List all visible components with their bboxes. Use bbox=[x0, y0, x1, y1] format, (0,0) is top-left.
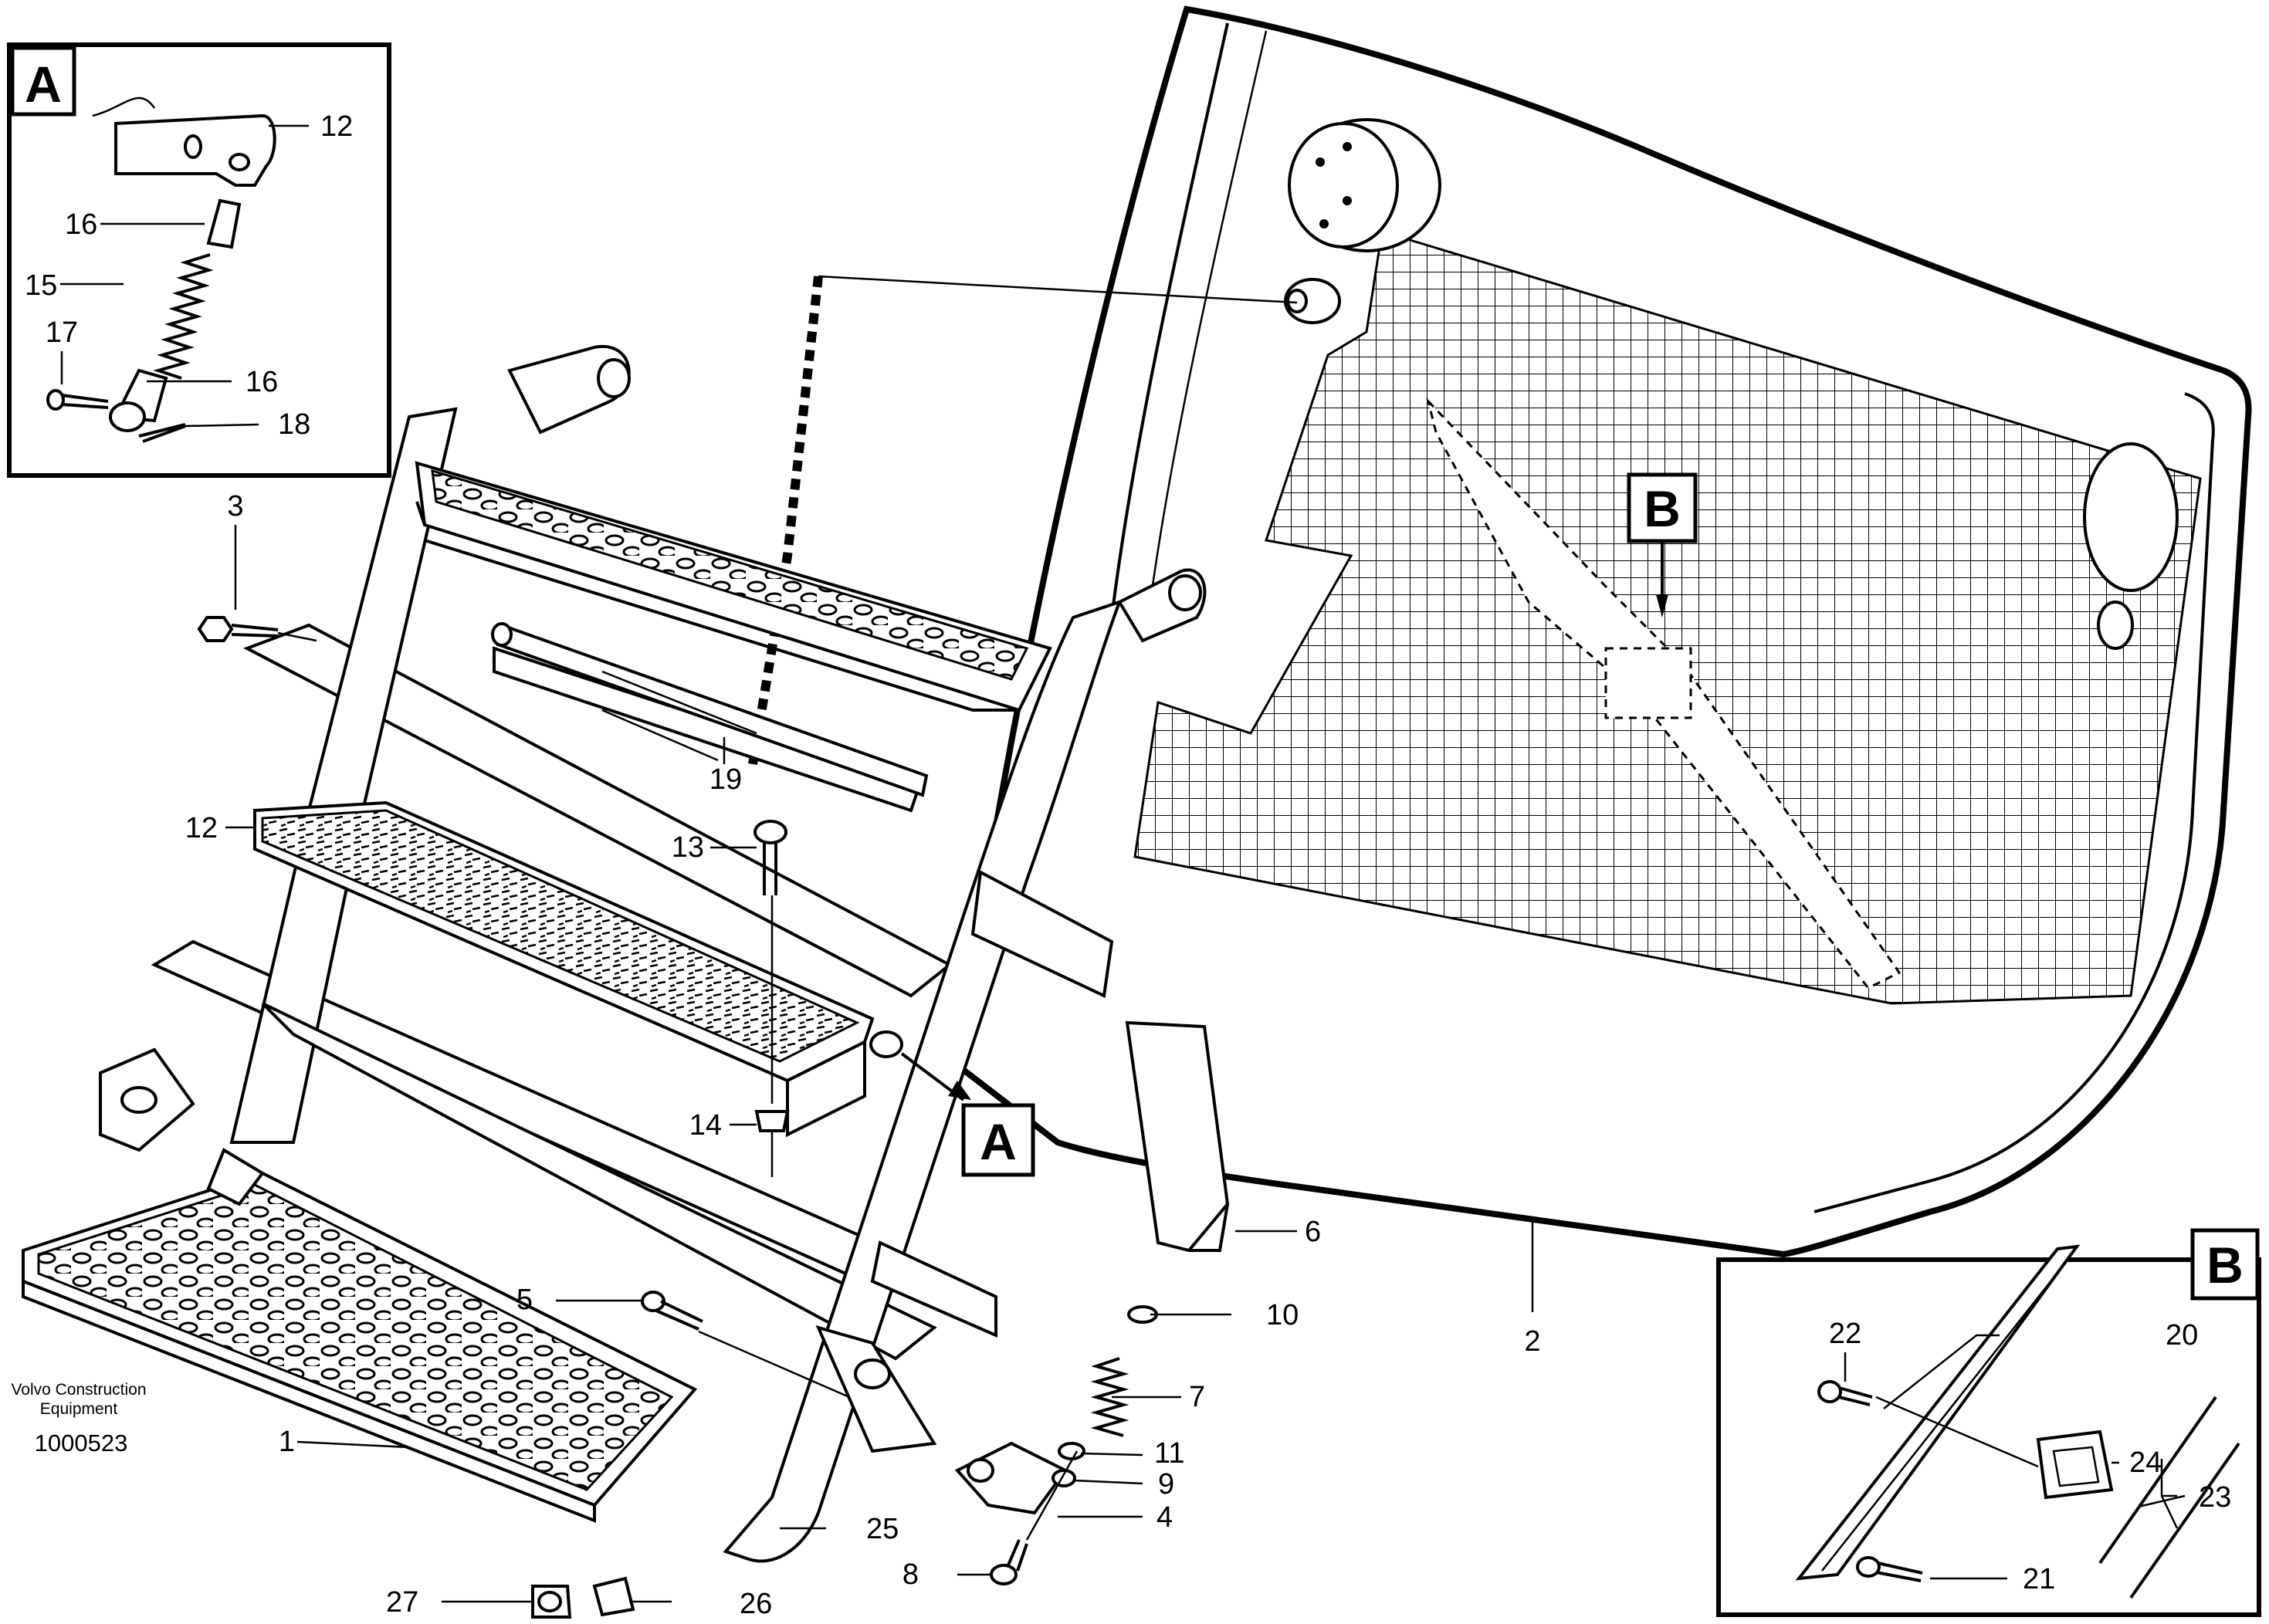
label-part-16-lower: 16 bbox=[246, 366, 278, 398]
document-number: 1000523 bbox=[35, 1429, 128, 1457]
leader-lines bbox=[60, 124, 2186, 1603]
label-part-15: 15 bbox=[25, 269, 57, 302]
label-part-9: 9 bbox=[1158, 1468, 1174, 1501]
detail-b-panel: B bbox=[1716, 1228, 2261, 1617]
label-part-24: 24 bbox=[2129, 1446, 2162, 1479]
label-part-8: 8 bbox=[903, 1558, 919, 1591]
detail-a-letter: A bbox=[25, 56, 62, 113]
label-part-19: 19 bbox=[709, 763, 742, 796]
grille-panel bbox=[953, 5, 2252, 1258]
company-name-line1: Volvo Construction bbox=[11, 1381, 146, 1399]
label-part-12-detail: 12 bbox=[320, 110, 353, 143]
link-solid-line bbox=[818, 275, 1298, 304]
label-part-18: 18 bbox=[278, 408, 310, 441]
detail-a-panel: A bbox=[7, 42, 391, 478]
label-part-5: 5 bbox=[516, 1284, 533, 1316]
left-mount-plate bbox=[99, 1047, 937, 1453]
bottom-step bbox=[22, 1148, 698, 1523]
label-part-11: 11 bbox=[1154, 1437, 1184, 1470]
label-part-14: 14 bbox=[689, 1109, 722, 1142]
label-part-17: 17 bbox=[46, 316, 78, 349]
part-labels: 1 2 3 4 5 6 7 8 9 10 11 12 12 13 14 15 1… bbox=[25, 110, 2231, 1620]
link-dashed-line bbox=[748, 276, 823, 765]
label-part-1: 1 bbox=[279, 1426, 295, 1458]
label-part-26: 26 bbox=[740, 1588, 772, 1620]
label-part-4: 4 bbox=[1157, 1501, 1173, 1534]
label-part-10: 10 bbox=[1266, 1299, 1299, 1331]
title-block: Volvo Construction Equipment 1000523 bbox=[11, 1381, 146, 1457]
callout-b-letter: B bbox=[1644, 480, 1681, 537]
label-part-25: 25 bbox=[866, 1513, 899, 1545]
callout-b: B bbox=[1627, 472, 1698, 617]
label-part-7: 7 bbox=[1189, 1381, 1205, 1413]
callout-a: A bbox=[869, 1030, 1035, 1177]
detail-b-letter: B bbox=[2206, 1237, 2244, 1294]
ladder-frame bbox=[151, 344, 1207, 1563]
label-part-20: 20 bbox=[2166, 1319, 2198, 1352]
label-part-13: 13 bbox=[672, 831, 704, 864]
company-name-line2: Equipment bbox=[40, 1400, 118, 1418]
label-part-23: 23 bbox=[2199, 1481, 2231, 1514]
brackets bbox=[870, 869, 1230, 1338]
label-part-3: 3 bbox=[227, 490, 243, 523]
callout-a-letter: A bbox=[980, 1113, 1017, 1170]
middle-step bbox=[253, 800, 875, 1138]
label-part-27: 27 bbox=[386, 1586, 418, 1619]
label-part-21: 21 bbox=[2023, 1563, 2055, 1595]
label-part-12-main: 12 bbox=[185, 812, 218, 844]
top-step bbox=[415, 461, 1052, 712]
label-part-6: 6 bbox=[1305, 1216, 1321, 1248]
label-part-16-upper: 16 bbox=[65, 208, 97, 241]
rod bbox=[491, 622, 929, 797]
label-part-22: 22 bbox=[1829, 1318, 1861, 1350]
label-part-2: 2 bbox=[1524, 1325, 1540, 1358]
